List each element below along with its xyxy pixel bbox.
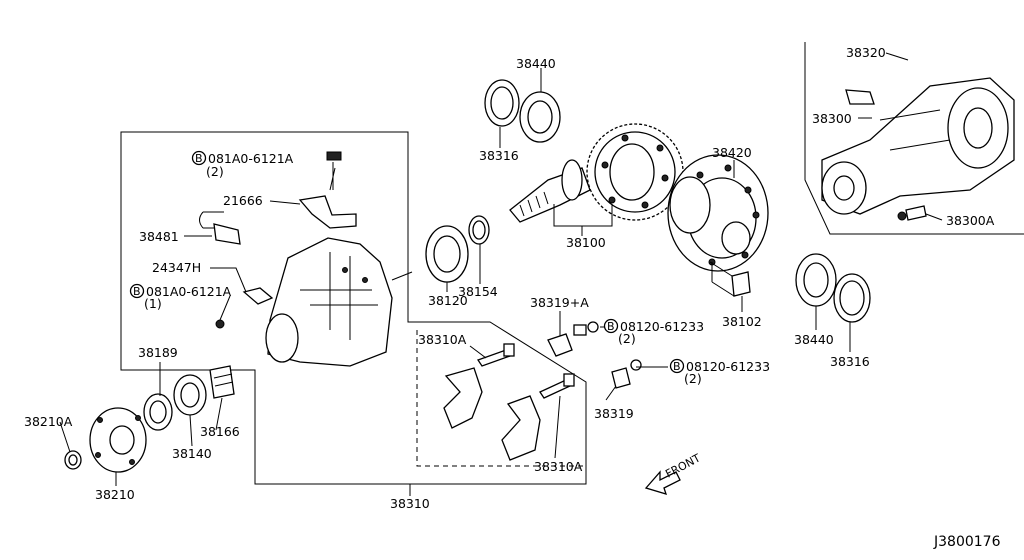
label-38319: 38319 [594, 406, 634, 421]
bolt-callout-08120-a: B 08120-61233 (2) [603, 318, 704, 346]
label-38140: 38140 [172, 446, 212, 461]
seal-38316-top [484, 79, 520, 127]
front-arrow-icon [644, 470, 681, 495]
label-081A0-6121A-top: 081A0-6121A [208, 151, 294, 166]
differential-case-part [667, 154, 769, 272]
label-38210: 38210 [95, 487, 135, 502]
bolt-symbol-b: B [673, 360, 681, 373]
label-38440-right: 38440 [794, 332, 834, 347]
label-38319A: 38319+A [530, 295, 589, 310]
bolt-symbol-b: B [195, 152, 203, 165]
front-label: FRONT [663, 451, 703, 480]
sensor-24347H [215, 287, 274, 329]
label-38320: 38320 [846, 45, 886, 60]
bolt-38310A-right [539, 373, 575, 399]
spacer-38154 [468, 215, 490, 245]
flange-38210 [89, 407, 147, 473]
label-38310A-right: 38310A [534, 459, 583, 474]
bolt-callout-081A0-top: B 081A0-6121A (2) [191, 150, 294, 179]
label-08120-61233-b: 08120-61233 [686, 359, 770, 374]
ring-gear-bolt-38102 [709, 261, 751, 297]
seal-38316-right [833, 273, 871, 323]
inset-final-drive-assembly [821, 77, 1015, 215]
label-38481: 38481 [139, 229, 179, 244]
bolt-symbol-b: B [133, 285, 141, 298]
label-38300A: 38300A [946, 213, 995, 228]
hose-38481 [199, 211, 241, 245]
label-24347H: 24347H [152, 260, 201, 275]
label-08120-61233-a-qty: (2) [618, 331, 636, 346]
bolt-symbol-b: B [607, 320, 615, 333]
label-38189: 38189 [138, 345, 178, 360]
bearing-38440-right [795, 253, 837, 307]
breather-bracket-21666 [298, 151, 357, 229]
nut-38210A [64, 450, 82, 470]
label-08120-61233-a: 08120-61233 [620, 319, 704, 334]
label-38440-top: 38440 [516, 56, 556, 71]
diagram-id: J3800176 [933, 534, 1001, 550]
label-38310: 38310 [390, 496, 430, 511]
ring-gear-pinion-part [509, 123, 684, 223]
label-38300: 38300 [812, 111, 852, 126]
label-38316-top: 38316 [479, 148, 519, 163]
bolt-38310A-left [476, 343, 515, 367]
leader-lines [59, 52, 943, 496]
lock-plate-38319A [547, 321, 599, 357]
label-38210A: 38210A [24, 414, 73, 429]
main-assembly-box [120, 131, 587, 485]
bolt-callout-08120-b: B 08120-61233 (2) [669, 358, 770, 386]
bearing-38140 [173, 374, 207, 416]
label-38166: 38166 [200, 424, 240, 439]
label-38316-right: 38316 [830, 354, 870, 369]
collapsible-spacer-38166 [209, 365, 235, 399]
label-38310A-left: 38310A [418, 332, 467, 347]
label-081A0-6121A-mid-qty: (1) [144, 296, 162, 311]
inset-bolt-38300A [897, 205, 927, 221]
label-38154: 38154 [458, 284, 498, 299]
diff-carrier-housing [265, 237, 413, 367]
label-08120-61233-b-qty: (2) [684, 371, 702, 386]
label-081A0-6121A-top-qty: (2) [206, 164, 224, 179]
pinion-box [416, 330, 586, 467]
label-38420: 38420 [712, 145, 752, 160]
bearing-38440-top [519, 91, 561, 143]
seal-38189 [143, 393, 173, 431]
side-retainer-right [501, 395, 541, 461]
lock-plate-38319 [611, 359, 642, 389]
label-38100: 38100 [566, 235, 606, 250]
label-38102: 38102 [722, 314, 762, 329]
side-retainer-left [443, 367, 483, 429]
assembly-inset-box [804, 42, 1024, 235]
bearing-38120 [425, 225, 469, 283]
bolt-callout-081A0-mid: B 081A0-6121A (1) [129, 283, 232, 311]
label-21666: 21666 [223, 193, 263, 208]
label-081A0-6121A-mid: 081A0-6121A [146, 284, 232, 299]
label-38120: 38120 [428, 293, 468, 308]
